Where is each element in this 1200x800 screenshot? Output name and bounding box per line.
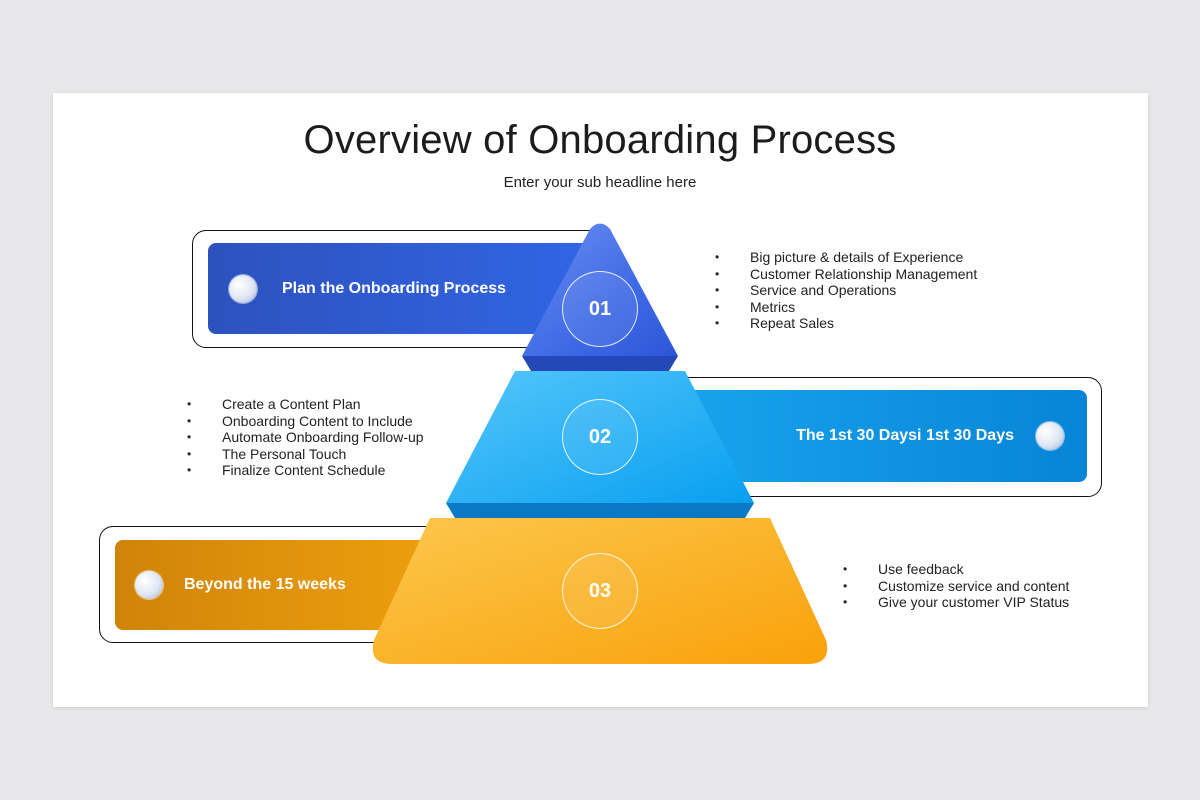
- page-title: Overview of Onboarding Process: [303, 118, 897, 162]
- list-item: Service and Operations: [715, 282, 977, 299]
- list-item: Customer Relationship Management: [715, 266, 977, 283]
- list-item: Big picture & details of Experience: [715, 249, 977, 266]
- list-item: Customize service and content: [843, 578, 1069, 595]
- pyramid-tier-2-edge: [446, 503, 754, 518]
- step-1-bullet-list: Big picture & details of Experience Cust…: [715, 249, 977, 332]
- list-item: Automate Onboarding Follow-up: [187, 429, 424, 446]
- step-2-label: The 1st 30 Daysi 1st 30 Days: [796, 427, 1014, 444]
- step-1-label: Plan the Onboarding Process: [282, 279, 507, 297]
- step-2-bullet-list: Create a Content Plan Onboarding Content…: [187, 396, 424, 479]
- step-3-number-badge: 03: [562, 553, 638, 629]
- list-item: Use feedback: [843, 561, 1069, 578]
- list-item: Finalize Content Schedule: [187, 462, 424, 479]
- list-item: Onboarding Content to Include: [187, 413, 424, 430]
- step-3-bullet-dot-icon: [135, 571, 163, 599]
- list-item: Metrics: [715, 299, 977, 316]
- list-item: The Personal Touch: [187, 446, 424, 463]
- list-item: Give your customer VIP Status: [843, 594, 1069, 611]
- step-1-number-badge: 01: [562, 271, 638, 347]
- page-subtitle: Enter your sub headline here: [503, 174, 697, 191]
- step-1-bar: Plan the Onboarding Process: [208, 243, 608, 334]
- step-2-bullet-dot-icon: [1036, 422, 1064, 450]
- step-2-number-badge: 02: [562, 399, 638, 475]
- pyramid-tier-1-edge: [522, 356, 678, 371]
- list-item: Repeat Sales: [715, 315, 977, 332]
- step-3-bullet-list: Use feedback Customize service and conte…: [843, 561, 1069, 611]
- list-item: Create a Content Plan: [187, 396, 424, 413]
- step-3-label: Beyond the 15 weeks: [184, 576, 346, 593]
- step-1-bullet-dot-icon: [229, 275, 257, 303]
